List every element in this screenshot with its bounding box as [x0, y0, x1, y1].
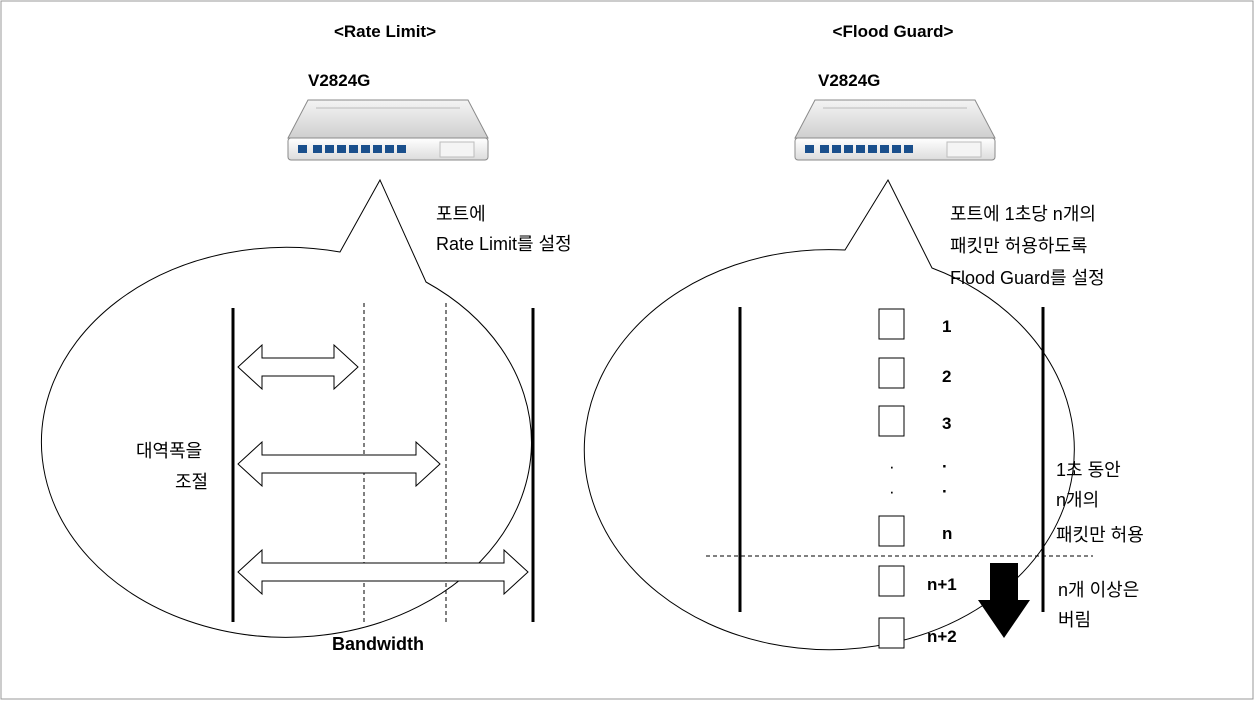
packet-label: 3: [942, 414, 951, 433]
dropped-note-line2: 버림: [1058, 610, 1091, 630]
packet-label: n+2: [927, 627, 957, 646]
double-headed-arrow-icon: [237, 440, 441, 488]
packet-box: [878, 308, 905, 340]
ellipsis-dot: ·: [889, 457, 895, 476]
allowed-note-line2: n개의: [1056, 490, 1099, 510]
packet-box: [878, 617, 905, 649]
packet-label: n+1: [927, 575, 957, 594]
flood-guard-callout-line2: 패킷만 허용하도록: [950, 236, 1087, 256]
ellipsis-dot: ·: [889, 482, 895, 501]
packet-box: [878, 515, 905, 547]
rate-limit-callout-bubble: [41, 178, 532, 638]
network-switch-icon: [794, 99, 996, 161]
rate-limit-device-label: V2824G: [308, 71, 370, 90]
dropped-note-line1: n개 이상은: [1058, 580, 1139, 600]
rate-limit-heading: <Rate Limit>: [334, 22, 436, 41]
network-switch-icon: [287, 99, 489, 161]
packet-box: [878, 565, 905, 597]
bandwidth-axis-label: Bandwidth: [332, 634, 424, 654]
bandwidth-side-label-line1: 대역폭을: [136, 441, 202, 461]
down-arrow-icon: [978, 563, 1030, 638]
packet-label: 2: [942, 367, 951, 386]
flood-guard-device-label: V2824G: [818, 71, 880, 90]
flood-guard-callout-line1: 포트에 1초당 n개의: [950, 204, 1096, 224]
ellipsis-dot: ·: [942, 482, 948, 501]
allowed-note-line3: 패킷만 허용: [1056, 525, 1144, 545]
packet-label: n: [942, 524, 952, 543]
ellipsis-dot: ·: [942, 457, 948, 476]
flood-guard-heading: <Flood Guard>: [833, 22, 954, 41]
packet-box: [878, 405, 905, 437]
double-headed-arrow-icon: [237, 343, 359, 391]
double-headed-arrow-icon: [237, 548, 529, 596]
flood-guard-callout-bubble: [583, 178, 1075, 651]
packet-label: 1: [942, 317, 951, 336]
allowed-note-line1: 1초 동안: [1056, 460, 1121, 480]
packet-box: [878, 357, 905, 389]
rate-limit-callout-line2: Rate Limit를 설정: [436, 234, 572, 254]
bandwidth-side-label-line2: 조절: [175, 472, 208, 492]
flood-guard-callout-line3: Flood Guard를 설정: [950, 268, 1105, 288]
rate-limit-callout-line1: 포트에: [436, 204, 486, 224]
